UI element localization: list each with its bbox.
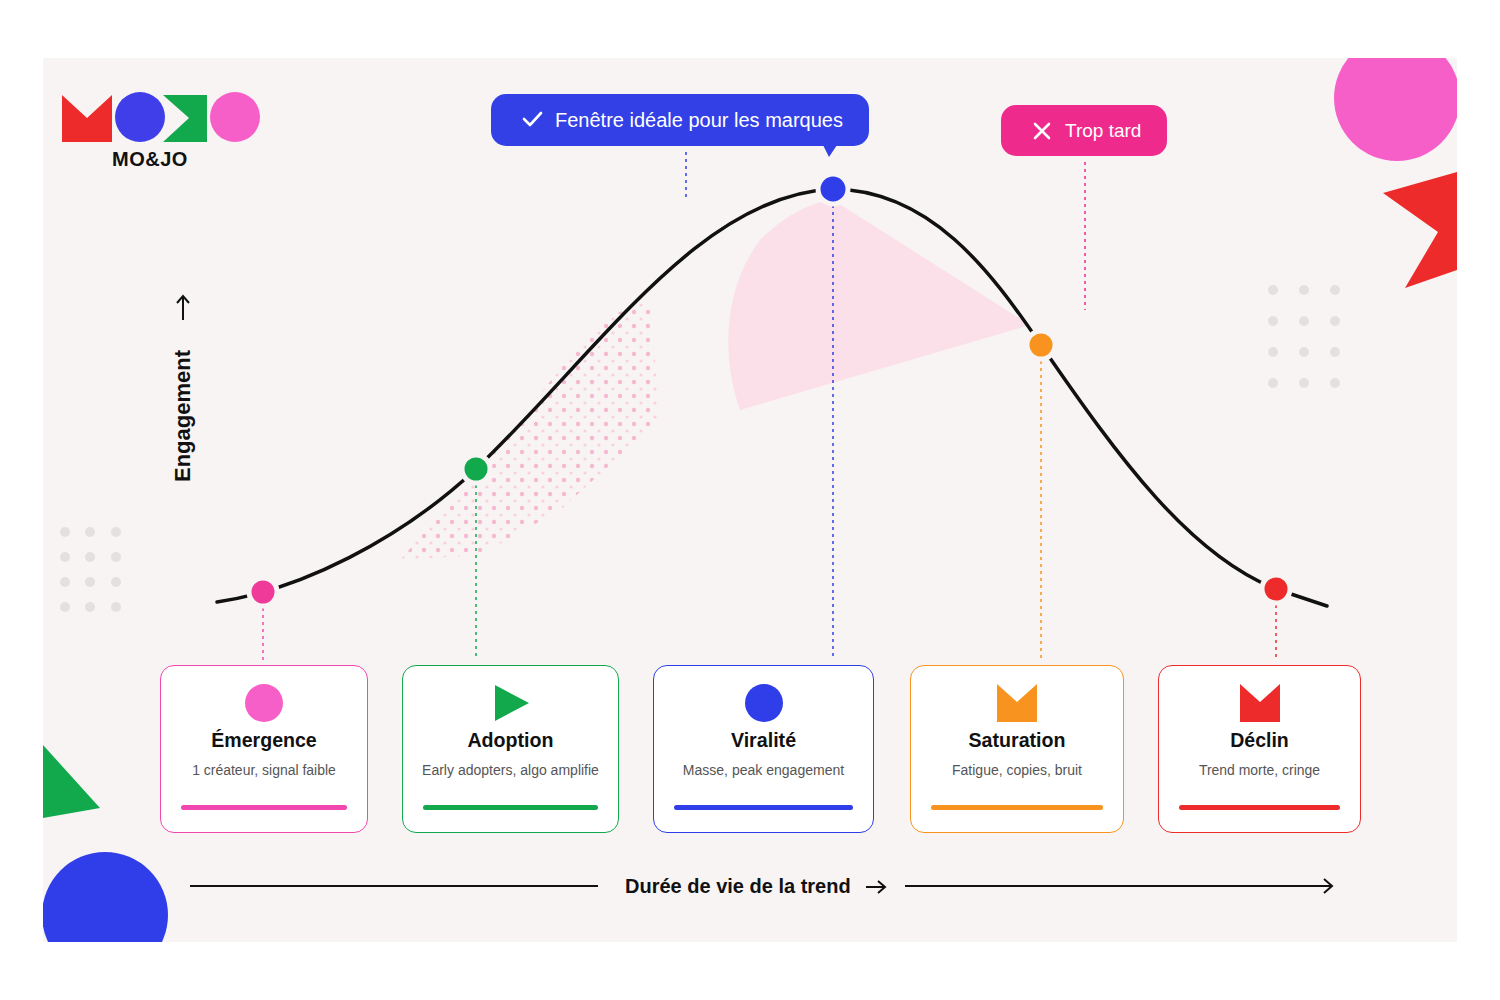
stage-title: Adoption bbox=[403, 729, 618, 752]
stage-bar bbox=[423, 805, 598, 810]
stage-description: 1 créateur, signal faible bbox=[161, 762, 367, 778]
stage-title: Saturation bbox=[911, 729, 1123, 752]
callout-pill: Trop tard bbox=[1001, 105, 1167, 156]
stage-description: Trend morte, cringe bbox=[1159, 762, 1360, 778]
stage-icon bbox=[743, 682, 785, 724]
stage-description: Early adopters, algo amplifie bbox=[403, 762, 618, 778]
stage-title: Déclin bbox=[1159, 729, 1360, 752]
stage-icon bbox=[1239, 682, 1281, 724]
y-axis-title: Engagement bbox=[170, 350, 196, 482]
callout-pointer bbox=[823, 145, 837, 157]
stage-bar bbox=[674, 805, 853, 810]
stage-card: SaturationFatigue, copies, bruit bbox=[910, 665, 1124, 833]
callout-text: Fenêtre idéale pour les marques bbox=[555, 109, 843, 132]
x-axis-title: Durée de vie de la trend bbox=[621, 875, 855, 898]
stage-title: Émergence bbox=[161, 729, 367, 752]
stage-icon bbox=[996, 682, 1038, 724]
stage-icon bbox=[243, 682, 285, 724]
callout-pill: Fenêtre idéale pour les marques bbox=[491, 94, 869, 146]
stage-description: Masse, peak engagement bbox=[654, 762, 873, 778]
stage-bar bbox=[931, 805, 1103, 810]
stage-card: Émergence 1 créateur, signal faible bbox=[160, 665, 368, 833]
check-icon bbox=[521, 109, 543, 131]
stage-bar bbox=[181, 805, 347, 810]
stage-title: Viralité bbox=[654, 729, 873, 752]
cross-icon bbox=[1031, 120, 1053, 142]
stage-card: AdoptionEarly adopters, algo amplifie bbox=[402, 665, 619, 833]
logo-wordmark: MO&JO bbox=[112, 148, 188, 171]
stage-bar bbox=[1179, 805, 1340, 810]
callout-text: Trop tard bbox=[1065, 120, 1141, 142]
stage-icon bbox=[490, 682, 532, 724]
stage-card: DéclinTrend morte, cringe bbox=[1158, 665, 1361, 833]
stage-description: Fatigue, copies, bruit bbox=[911, 762, 1123, 778]
stage-card: ViralitéMasse, peak engagement bbox=[653, 665, 874, 833]
